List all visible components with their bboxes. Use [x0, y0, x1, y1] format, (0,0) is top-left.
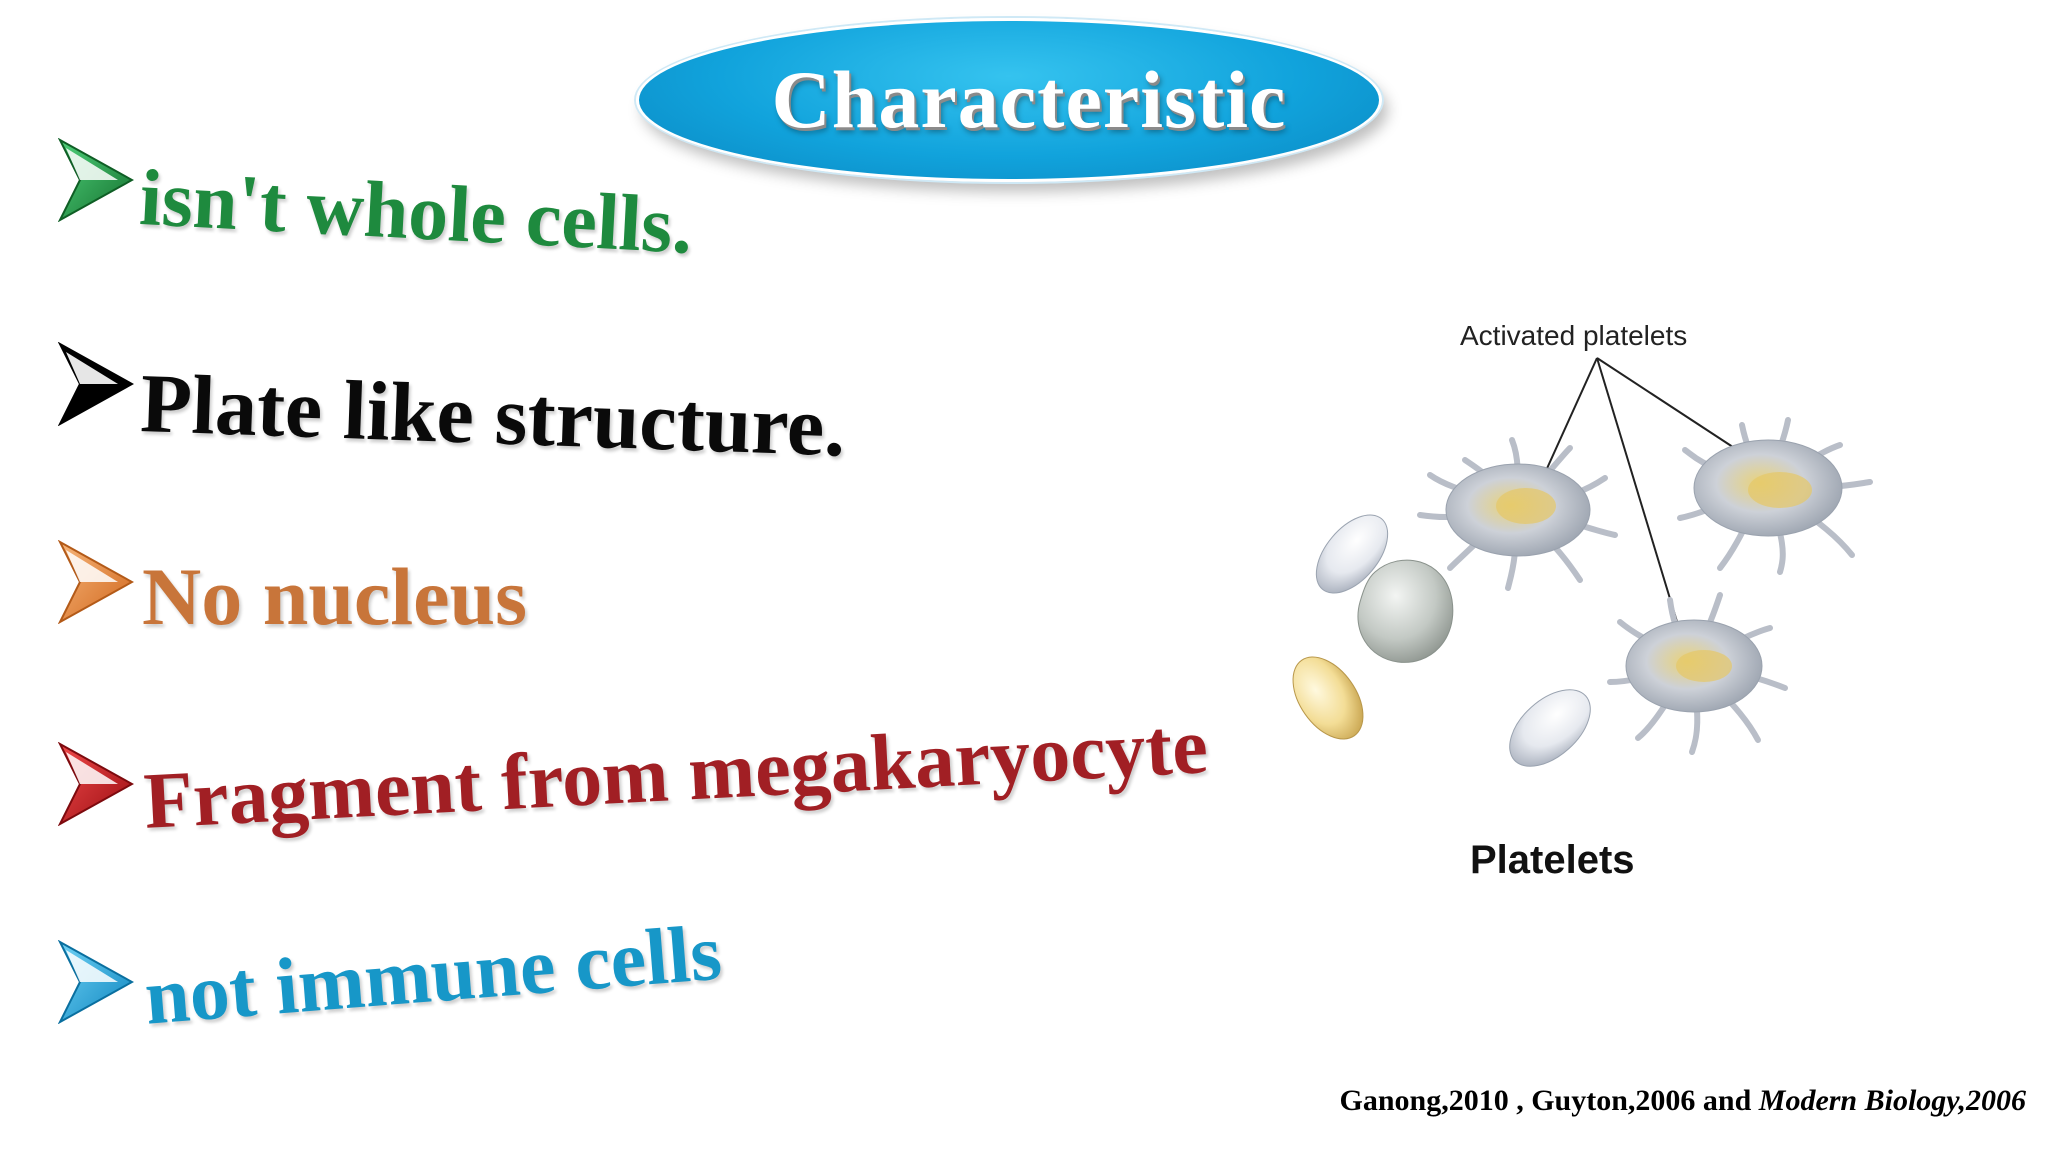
arrowhead-bullet-icon — [58, 138, 134, 222]
platelet-illustration — [1292, 357, 1873, 767]
bullet-text: Plate like structure. — [138, 357, 848, 475]
bullet-text: not immune cells — [141, 908, 725, 1042]
platelet-figure: Activated platelets Platelets — [1280, 310, 1900, 890]
bullet-item: isn't whole cells. — [58, 138, 695, 271]
arrowhead-bullet-icon — [58, 940, 134, 1024]
title-banner: Characteristic — [636, 18, 1382, 182]
bullet-text: Fragment from megakaryocyte — [141, 702, 1210, 846]
slide-title: Characteristic — [771, 54, 1287, 145]
arrowhead-bullet-icon — [58, 742, 134, 826]
bullet-item: No nucleus — [58, 540, 527, 638]
citation-italic: Modern Biology,2006 — [1758, 1084, 2026, 1117]
figure-caption: Platelets — [1470, 838, 1635, 882]
figure-label: Activated platelets — [1460, 320, 1688, 351]
bullet-item: Fragment from megakaryocyte — [58, 702, 1210, 846]
bullet-text: No nucleus — [142, 551, 528, 642]
citation: Ganong,2010 , Guyton,2006 and Modern Bio… — [1339, 1084, 2026, 1118]
bullet-item: not immune cells — [58, 909, 725, 1042]
arrowhead-bullet-icon — [58, 540, 134, 624]
bullet-item: Plate like structure. — [58, 342, 847, 475]
arrowhead-bullet-icon — [58, 342, 134, 426]
bullet-text: isn't whole cells. — [137, 154, 695, 271]
citation-text: Ganong,2010 , Guyton,2006 and — [1339, 1084, 1759, 1117]
